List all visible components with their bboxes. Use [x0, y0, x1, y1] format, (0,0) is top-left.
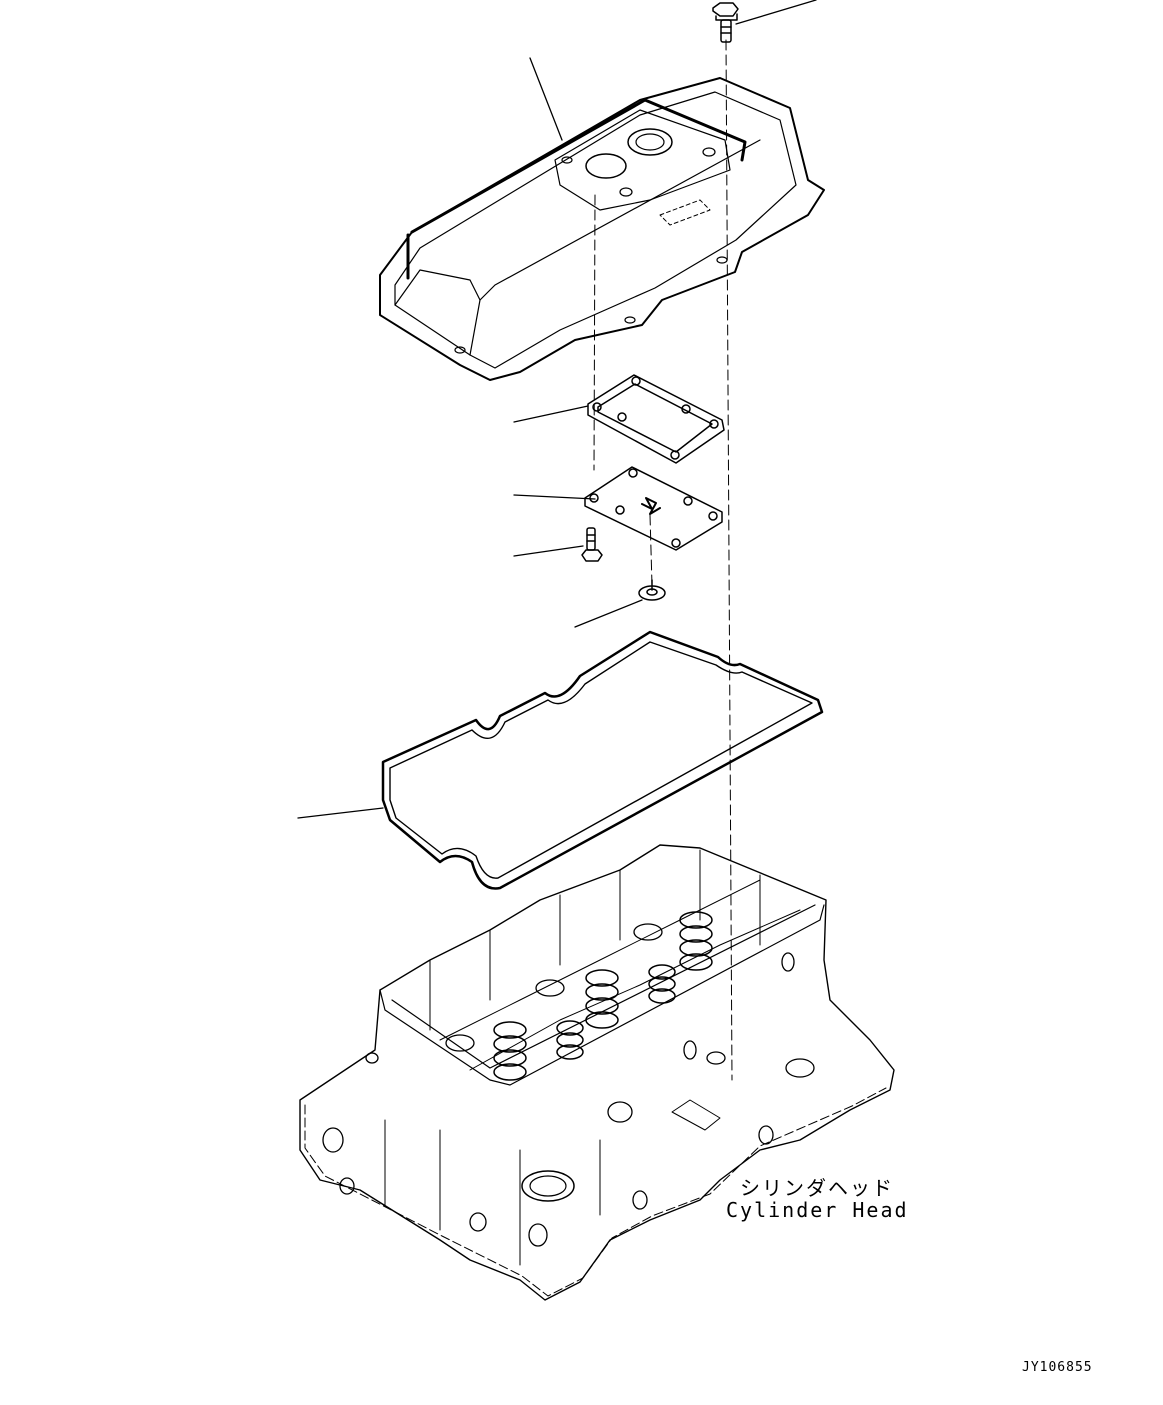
drawing-code: JY106855 [1022, 1360, 1093, 1375]
cover-gasket [381, 630, 824, 890]
small-bolt [581, 527, 603, 562]
part-label-japanese: シリンダヘッド [740, 1176, 894, 1200]
leader-line-top-bolt [735, 0, 817, 25]
cover-plate [584, 466, 723, 551]
leader-lines [297, 0, 817, 819]
washer [638, 579, 666, 601]
leader-line-washer [574, 599, 643, 628]
leader-line-gasket-plate [513, 405, 589, 423]
leader-line-small-bolt [513, 545, 584, 557]
assembly-axes [593, 39, 733, 1081]
gasket-plate [587, 374, 725, 464]
leader-line-cover-plate [513, 494, 596, 500]
part-label-english: Cylinder Head [726, 1198, 909, 1222]
head-cover [379, 77, 825, 381]
leader-line-cover-gasket [297, 807, 384, 819]
leader-line-head-cover [529, 57, 563, 141]
top-bolt [712, 2, 739, 43]
cylinder-head [299, 844, 895, 1301]
